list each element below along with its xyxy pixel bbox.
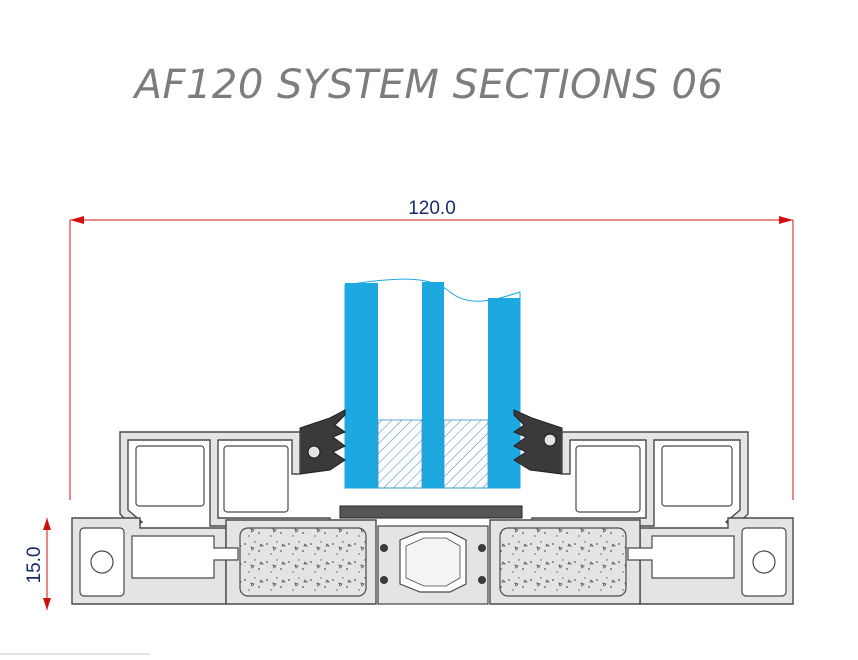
bottom-arrowhead-icon (43, 598, 51, 610)
height-dimension: 15.0 (24, 518, 51, 610)
glazing-gasket-right (512, 409, 563, 475)
thermal-break-right (499, 527, 627, 597)
glazing-unit (344, 278, 521, 489)
central-connector (339, 505, 523, 605)
glazing-gasket-left (299, 409, 347, 475)
glass-pane-middle (422, 282, 444, 488)
spacer-right (443, 419, 489, 489)
height-dimension-label: 15.0 (24, 547, 45, 584)
width-dimension-label: 120.0 (408, 198, 456, 219)
glazing-setting-block (339, 505, 523, 519)
spacer-left (377, 419, 423, 489)
right-profile-chambers (575, 445, 787, 597)
top-arrowhead-icon (43, 518, 51, 530)
width-dimension: 120.0 (69, 198, 794, 500)
glass-pane-inner (488, 298, 520, 488)
left-arrowhead-icon (70, 216, 84, 224)
right-arrowhead-icon (779, 216, 793, 224)
left-profile-chambers (79, 445, 289, 597)
drawing-title: AF120 SYSTEM SECTIONS 06 (134, 62, 724, 108)
thermal-break-left (239, 527, 367, 597)
glass-pane-outer (345, 283, 378, 488)
